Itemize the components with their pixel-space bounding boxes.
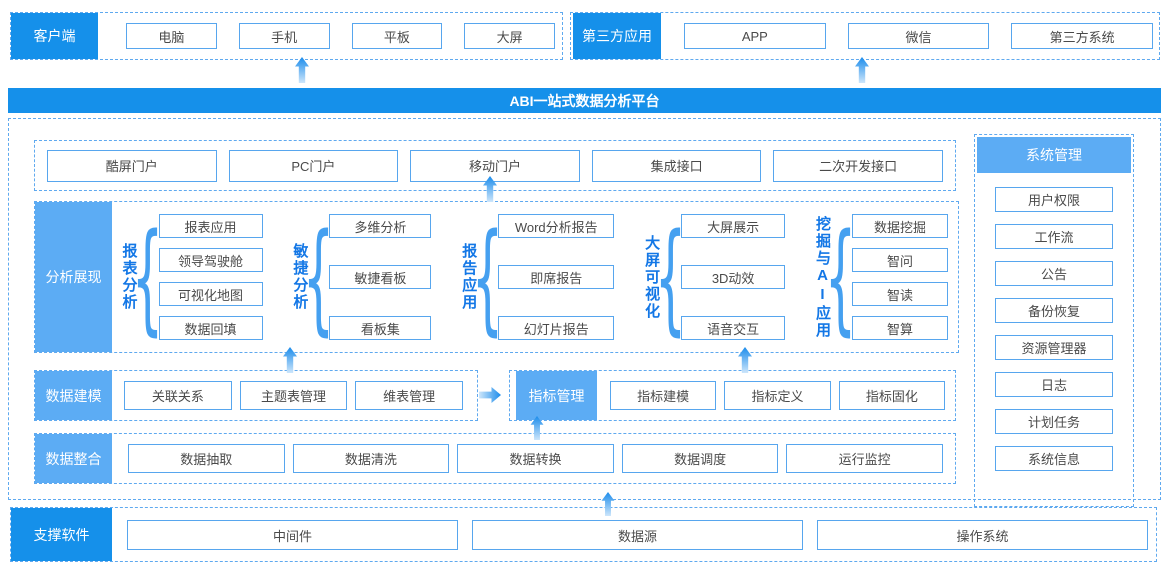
analysis-item: 语音交互: [681, 316, 786, 340]
analysis-group-reporting: 报告应用 { Word分析报告 即席报告 幻灯片报告: [460, 214, 615, 340]
analysis-item: 多维分析: [329, 214, 432, 238]
arrow-right-icon: [479, 387, 501, 403]
analysis-item: 数据回填: [158, 316, 263, 340]
analysis-item: 智算: [852, 316, 948, 340]
indicator-label: 指标管理: [516, 371, 597, 420]
portal-row: 酷屏门户 PC门户 移动门户 集成接口 二次开发接口: [34, 140, 956, 191]
arrow-up-icon: [295, 57, 309, 83]
integration-item: 数据转换: [457, 444, 614, 473]
system-item: 公告: [995, 261, 1113, 286]
client-item: 平板: [351, 23, 443, 49]
analysis-group-ai: 挖掘与AI应用 { 数据挖掘 智问 智读 智算: [814, 206, 948, 348]
analysis-item: 看板集: [329, 316, 432, 340]
third-party-item: 微信: [847, 23, 990, 49]
analysis-item: 大屏展示: [681, 214, 786, 238]
analysis-item: 报表应用: [158, 214, 263, 238]
modeling-item: 主题表管理: [239, 381, 348, 410]
indicator-item: 指标固化: [838, 381, 945, 410]
third-party-item: 第三方系统: [1011, 23, 1154, 49]
integration-item: 数据调度: [621, 444, 779, 473]
third-party-item: APP: [684, 23, 826, 49]
integration-item: 数据抽取: [128, 444, 285, 473]
portal-item: 移动门户: [410, 149, 580, 182]
analysis-label: 分析展现: [35, 202, 112, 352]
analysis-item: 数据挖掘: [852, 214, 948, 238]
portal-item: 二次开发接口: [773, 149, 943, 182]
support-item: 数据源: [472, 520, 803, 550]
system-label: 系统管理: [977, 137, 1131, 173]
integration-label: 数据整合: [35, 434, 112, 483]
group-label: 挖掘与AI应用: [814, 215, 831, 339]
arrow-up-icon: [855, 57, 869, 83]
system-item: 计划任务: [995, 409, 1113, 434]
analysis-group-bigscreen: 大屏可视化 { 大屏展示 3D动效 语音交互: [643, 214, 786, 340]
arrow-up-icon: [283, 347, 297, 373]
analysis-item: Word分析报告: [498, 214, 615, 238]
arrow-up-icon: [483, 176, 497, 202]
group-label: 报表分析: [120, 243, 138, 311]
brace-icon: {: [471, 206, 504, 348]
analysis-item: 可视化地图: [158, 282, 263, 306]
brace-icon: {: [302, 206, 335, 348]
brace-icon: {: [131, 206, 164, 348]
integration-row: 数据整合 数据抽取 数据清洗 数据转换 数据调度 运行监控: [34, 433, 956, 484]
support-label: 支撑软件: [11, 508, 112, 561]
system-item: 日志: [995, 372, 1113, 397]
analysis-group-agile: 敏捷分析 { 多维分析 敏捷看板 看板集: [291, 214, 432, 340]
platform-container: 酷屏门户 PC门户 移动门户 集成接口 二次开发接口 分析展现 报表分析 { 报…: [8, 118, 1161, 507]
analysis-item: 敏捷看板: [329, 265, 432, 289]
brace-icon: {: [654, 206, 686, 348]
integration-item: 运行监控: [786, 444, 943, 473]
analysis-item: 智读: [852, 282, 948, 306]
client-group: 客户端 电脑 手机 平板 大屏: [10, 12, 563, 60]
system-item: 工作流: [995, 224, 1113, 249]
analysis-section: 分析展现 报表分析 { 报表应用 领导驾驶舱 可视化地图 数据回填 敏捷分析 {: [34, 201, 959, 353]
modeling-item: 维表管理: [355, 381, 464, 410]
arrow-up-icon: [738, 347, 752, 373]
client-item: 大屏: [464, 23, 555, 49]
group-label: 大屏可视化: [643, 234, 661, 320]
group-label: 敏捷分析: [291, 243, 309, 311]
indicator-row: 指标管理 指标建模 指标定义 指标固化: [509, 370, 956, 421]
system-item: 备份恢复: [995, 298, 1113, 323]
system-management-column: 系统管理 用户权限 工作流 公告 备份恢复 资源管理器 日志 计划任务 系统信息: [974, 134, 1134, 507]
portal-item: PC门户: [228, 149, 399, 182]
indicator-item: 指标建模: [610, 381, 717, 410]
analysis-group-report: 报表分析 { 报表应用 领导驾驶舱 可视化地图 数据回填: [120, 214, 263, 340]
support-item: 操作系统: [817, 520, 1148, 550]
third-party-group: 第三方应用 APP 微信 第三方系统: [570, 12, 1160, 60]
modeling-item: 关联关系: [124, 381, 232, 410]
group-label: 报告应用: [460, 243, 478, 311]
system-item: 用户权限: [995, 187, 1113, 212]
analysis-item: 3D动效: [681, 265, 786, 289]
third-party-label: 第三方应用: [573, 13, 661, 59]
client-label: 客户端: [11, 13, 98, 59]
client-item: 手机: [238, 23, 330, 49]
support-item: 中间件: [127, 520, 458, 550]
client-item: 电脑: [126, 23, 217, 49]
analysis-item: 领导驾驶舱: [158, 248, 263, 272]
analysis-item: 即席报告: [498, 265, 615, 289]
modeling-row: 数据建模 关联关系 主题表管理 维表管理: [34, 370, 478, 421]
platform-banner: ABI一站式数据分析平台: [8, 88, 1161, 113]
integration-item: 数据清洗: [292, 444, 450, 473]
brace-icon: {: [825, 206, 857, 348]
portal-item: 集成接口: [591, 149, 762, 182]
arrow-up-icon: [530, 416, 544, 440]
analysis-item: 智问: [852, 248, 948, 272]
system-item: 资源管理器: [995, 335, 1113, 360]
system-item: 系统信息: [995, 446, 1113, 471]
support-row: 支撑软件 中间件 数据源 操作系统: [10, 507, 1157, 562]
analysis-item: 幻灯片报告: [498, 316, 615, 340]
portal-item: 酷屏门户: [47, 149, 217, 182]
indicator-item: 指标定义: [724, 381, 831, 410]
arrow-up-icon: [601, 492, 615, 516]
modeling-label: 数据建模: [35, 371, 112, 420]
